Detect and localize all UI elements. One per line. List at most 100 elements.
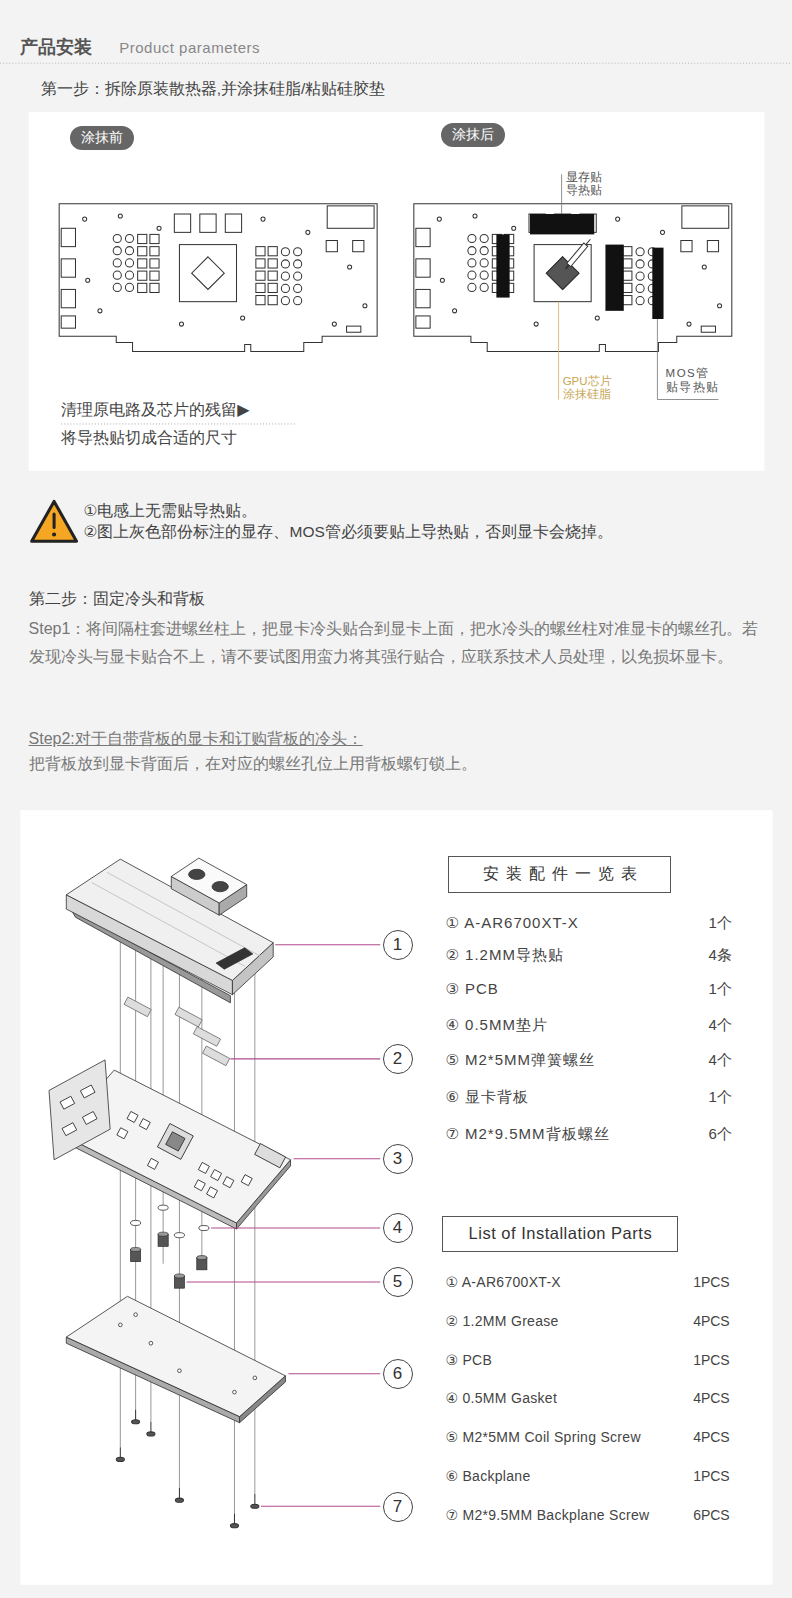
spring-screw — [131, 1247, 141, 1251]
backplate-screw — [116, 1409, 259, 1527]
graphics-card — [166, 1132, 185, 1151]
subtitle: Product parameters — [119, 38, 260, 58]
backplate — [178, 1369, 182, 1373]
water-block — [212, 882, 228, 892]
tag-pill: 涂抹后 — [441, 123, 505, 147]
table-title-box: List of Installation Parts — [442, 1216, 677, 1252]
backplate — [66, 1296, 285, 1416]
callout-number: 5 — [383, 1267, 413, 1297]
gasket — [158, 1205, 168, 1210]
leader-line — [211, 1228, 380, 1229]
instruction-text: 清理原电路及芯片的残留▶ — [61, 400, 249, 421]
table-cell: ⑦ M2*9.5MM背板螺丝 — [445, 1124, 609, 1144]
node-text: List of Installation Parts — [469, 1224, 653, 1243]
pcb-before — [59, 204, 377, 352]
leader-line — [294, 1158, 381, 1159]
spring-screw — [131, 1232, 207, 1288]
leader-line — [561, 174, 562, 214]
table-cell: ⑤ M2*5MM Coil Spring Screw — [445, 1428, 640, 1446]
backplate — [149, 1341, 153, 1345]
backplate — [118, 1323, 122, 1327]
callout-label: 显存贴 导热贴 — [566, 171, 602, 197]
backplate-screw — [132, 1420, 140, 1424]
warning-icon — [32, 501, 77, 541]
gasket — [131, 1205, 209, 1238]
gasket — [174, 1233, 184, 1238]
callout-number: 7 — [383, 1492, 413, 1522]
graphics-card — [49, 1060, 110, 1160]
backplate — [66, 1296, 285, 1422]
panel — [29, 112, 765, 471]
graphics-card — [82, 1112, 97, 1125]
node-text: 2 — [393, 1049, 402, 1069]
spring-screw — [197, 1256, 207, 1260]
backplate-screw — [230, 1524, 238, 1528]
table-cell: 4条 — [708, 945, 731, 965]
pcb-after — [414, 204, 732, 352]
water-block — [66, 858, 273, 1003]
pcb-after — [567, 243, 588, 267]
graphics-card — [241, 1175, 252, 1186]
thermal-pad — [124, 997, 151, 1017]
table-cell: 1个 — [708, 979, 731, 999]
tag-pill: 涂抹前 — [70, 126, 134, 150]
node-text: 3 — [393, 1149, 402, 1169]
table-cell: 1PCS — [693, 1467, 730, 1485]
gasket — [199, 1226, 209, 1231]
node-text: 1 — [393, 935, 402, 955]
spring-screw — [158, 1232, 168, 1236]
callout-number: 1 — [383, 930, 413, 960]
dotted-rule — [61, 423, 295, 424]
instruction-text: 将导热贴切成合适的尺寸 — [61, 428, 237, 449]
instruction-text: 把背板放到显卡背面后，在对应的螺丝孔位上用背板螺钉锁上。 — [29, 754, 477, 775]
guide-line — [163, 922, 164, 1263]
water-block — [189, 869, 205, 879]
graphics-card — [198, 1162, 209, 1173]
pcb-after — [565, 264, 570, 269]
table-cell: 4PCS — [693, 1312, 730, 1330]
pcb-before — [59, 204, 377, 352]
node-text: 7 — [393, 1497, 402, 1517]
table-cell: 4PCS — [693, 1428, 730, 1446]
guide-line — [234, 948, 235, 1514]
callout-number: 2 — [383, 1044, 413, 1074]
graphics-card — [139, 1119, 150, 1130]
graphics-card — [127, 1111, 138, 1122]
graphics-card — [157, 1124, 193, 1160]
table-cell: ⑦ M2*9.5MM Backplane Screw — [445, 1506, 649, 1524]
callout-label: GPU芯片 涂抹硅脂 — [563, 375, 612, 401]
table-cell: ⑥ Backplane — [445, 1467, 530, 1485]
callout-number: 4 — [383, 1213, 413, 1243]
instruction-text: ②图上灰色部份标注的显存、MOS管必须要贴上导热贴，否则显卡会烧掉。 — [84, 522, 613, 542]
instruction-text: ①电感上无需贴导热贴。 — [84, 501, 258, 521]
table-cell: ④ 0.5MM垫片 — [445, 1015, 547, 1035]
page-title: 产品安装 — [20, 36, 92, 59]
callout-number: 6 — [383, 1359, 413, 1389]
leader-line — [559, 174, 719, 399]
leader-line — [261, 1506, 380, 1507]
table-cell: 1PCS — [693, 1273, 730, 1291]
graphics-card — [117, 1111, 252, 1197]
callout-label: MOS管 贴导热贴 — [666, 367, 720, 393]
guide-line — [254, 943, 255, 1494]
graphics-card — [207, 1187, 218, 1198]
node-text: 4 — [393, 1218, 402, 1238]
backplate-screw — [147, 1432, 155, 1436]
backplate — [134, 1313, 138, 1317]
panel — [20, 810, 772, 1585]
backplate-screw — [116, 1457, 124, 1461]
instruction-text: Step2:对于自带背板的显卡和订购背板的冷头： — [29, 729, 363, 750]
graphics-card — [223, 1177, 234, 1188]
graphics-card — [147, 1158, 158, 1169]
pcb-after — [414, 204, 732, 352]
thermal-pad — [175, 1007, 202, 1027]
backplate — [118, 1313, 256, 1394]
graphics-card — [60, 1085, 97, 1136]
node-text: 安装配件一览表 — [483, 864, 644, 885]
node-text: 涂抹前 — [81, 129, 123, 147]
node-text: 涂抹后 — [452, 126, 494, 144]
leader-line — [187, 945, 381, 1507]
water-block — [216, 948, 253, 969]
graphics-card — [211, 1170, 222, 1181]
pcb-after — [652, 248, 663, 319]
